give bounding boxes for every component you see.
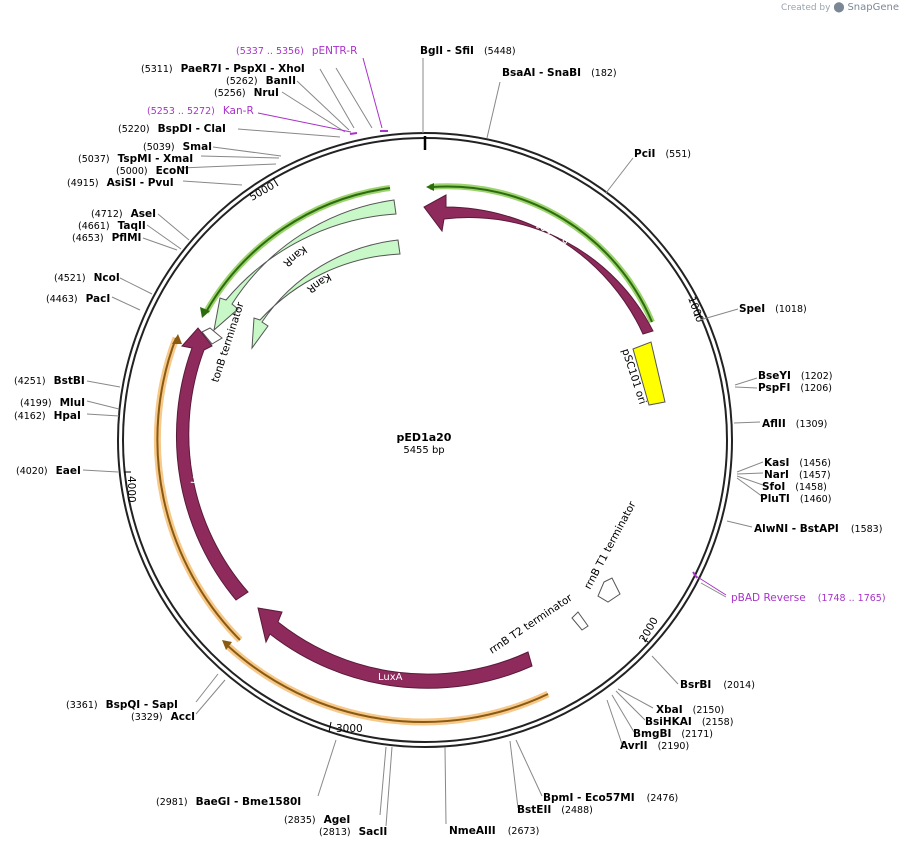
svg-text:rrnB T1 terminator: rrnB T1 terminator [582, 499, 639, 591]
snapgene-credit: Created by ⬤ SnapGene [780, 2, 899, 13]
site-sacii[interactable]: (2813)SacII [319, 826, 387, 838]
site-pspfi[interactable]: PspFI(1206) [758, 382, 832, 394]
site-alwni-bstapi[interactable]: AlwNI - BstAPI(1583) [754, 523, 882, 535]
site-paer7i-pspxi-xhoi[interactable]: (5311)PaeR7I - PspXI - XhoI [141, 63, 305, 75]
rep101-helper-arrow-core [431, 185, 653, 323]
site-leader-lines [82, 58, 764, 827]
site-ncoi[interactable]: (4521)NcoI [54, 272, 120, 284]
luxa-helper-arrow [222, 640, 550, 726]
site-pluti[interactable]: PluTI(1460) [760, 493, 831, 505]
site-bsaai-snabi[interactable]: BsaAI - SnaBI(182) [502, 67, 617, 79]
kanr-helper-arrowhead [200, 307, 210, 318]
feature-psc101-ori[interactable]: pSC101 ori [619, 341, 666, 406]
tick-5000: 5000 [248, 177, 279, 204]
site-bspqi-sapi[interactable]: (3361)BspQI - SapI [66, 699, 178, 711]
site-agei[interactable]: (2835)AgeI [284, 814, 350, 826]
site-bsihkai[interactable]: BsiHKAI(2158) [645, 716, 733, 728]
primer-pbad-reverse[interactable]: pBAD Reverse(1748 .. 1765) [731, 592, 886, 604]
primer-pentr-r[interactable]: (5337 .. 5356)pENTR-R [236, 45, 357, 57]
site-hpai[interactable]: (4162)HpaI [14, 410, 81, 422]
site-pcii[interactable]: PciI(551) [634, 148, 691, 160]
svg-text:4000: 4000 [125, 476, 137, 503]
feature-rrnb-t1-terminator[interactable]: rrnB T1 terminator [582, 499, 639, 603]
site-bseyi[interactable]: BseYI(1202) [758, 370, 832, 382]
luxb-helper-arrow [153, 334, 243, 643]
site-taqii[interactable]: (4661)TaqII [78, 220, 146, 232]
snapgene-logo-icon: ⬤ [833, 2, 845, 13]
tick-3000: 3000 [328, 721, 363, 735]
svg-text:LuxA: LuxA [378, 672, 403, 683]
svg-text:rrnB T2 terminator: rrnB T2 terminator [487, 592, 575, 657]
plasmid-name: pED1a20 [397, 431, 452, 444]
site-tspmi-xmai[interactable]: (5037)TspMI - XmaI [78, 153, 193, 165]
site-eaei[interactable]: (4020)EaeI [16, 465, 81, 477]
primer-kan-r[interactable]: (5253 .. 5272)Kan-R [147, 105, 254, 117]
svg-text:5000: 5000 [248, 180, 277, 204]
primer-leaders [257, 57, 727, 596]
site-bspdi-clai[interactable]: (5220)BspDI - ClaI [118, 123, 226, 135]
site-bstbi[interactable]: (4251)BstBI [14, 375, 85, 387]
site-sfoi[interactable]: SfoI(1458) [762, 481, 827, 493]
kanr-helper-arrow-core [205, 187, 391, 313]
svg-text:3000: 3000 [336, 723, 363, 735]
site-nrui[interactable]: (5256)NruI [214, 87, 279, 99]
feature-luxb[interactable]: LuxB [175, 327, 249, 601]
site-nari[interactable]: NarI(1457) [764, 469, 831, 481]
site-acci[interactable]: (3329)AccI [131, 711, 195, 723]
plasmid-length: 5455 bp [403, 445, 444, 456]
site-bsrbi[interactable]: BsrBI(2014) [680, 679, 755, 691]
site-aflii[interactable]: AflII(1309) [762, 418, 827, 430]
site-bsteii[interactable]: BstEII(2488) [517, 804, 593, 816]
site-bmgbi[interactable]: BmgBI(2171) [633, 728, 713, 740]
site-baegi-bme1580i[interactable]: (2981)BaeGI - Bme1580I [156, 796, 301, 808]
primer-marks [349, 130, 698, 579]
rep101-helper-arrowhead [426, 183, 434, 191]
feature-rrnb-t2-terminator[interactable]: rrnB T2 terminator [487, 592, 589, 657]
site-pflmi[interactable]: (4653)PflMI [72, 232, 141, 244]
site-paci[interactable]: (4463)PacI [46, 293, 110, 305]
site-smai[interactable]: (5039)SmaI [143, 141, 212, 153]
tick-4000: 4000 [124, 471, 137, 503]
site-mlui[interactable]: (4199)MluI [20, 397, 85, 409]
site-banii[interactable]: (5262)BanII [226, 75, 296, 87]
site-bpmi-eco57mi[interactable]: BpmI - Eco57MI(2476) [543, 792, 678, 804]
site-nmeaiii[interactable]: NmeAIII(2673) [449, 825, 539, 837]
feature-luxa[interactable]: LuxA [257, 607, 533, 689]
site-avrii[interactable]: AvrII(2190) [620, 740, 689, 752]
site-xbai[interactable]: XbaI(2150) [656, 704, 724, 716]
site-asei[interactable]: (4712)AseI [91, 208, 156, 220]
site-kasi[interactable]: KasI(1456) [764, 457, 831, 469]
site-econi[interactable]: (5000)EcoNI [116, 165, 189, 177]
site-bgli-sfii[interactable]: BglI - SfiI(5448) [420, 45, 516, 57]
svg-text:LuxB: LuxB [190, 459, 202, 484]
backbone-outer [117, 132, 733, 748]
site-spei[interactable]: SpeI(1018) [739, 303, 807, 315]
site-asisi-pvui[interactable]: (4915)AsiSI - PvuI [67, 177, 174, 189]
